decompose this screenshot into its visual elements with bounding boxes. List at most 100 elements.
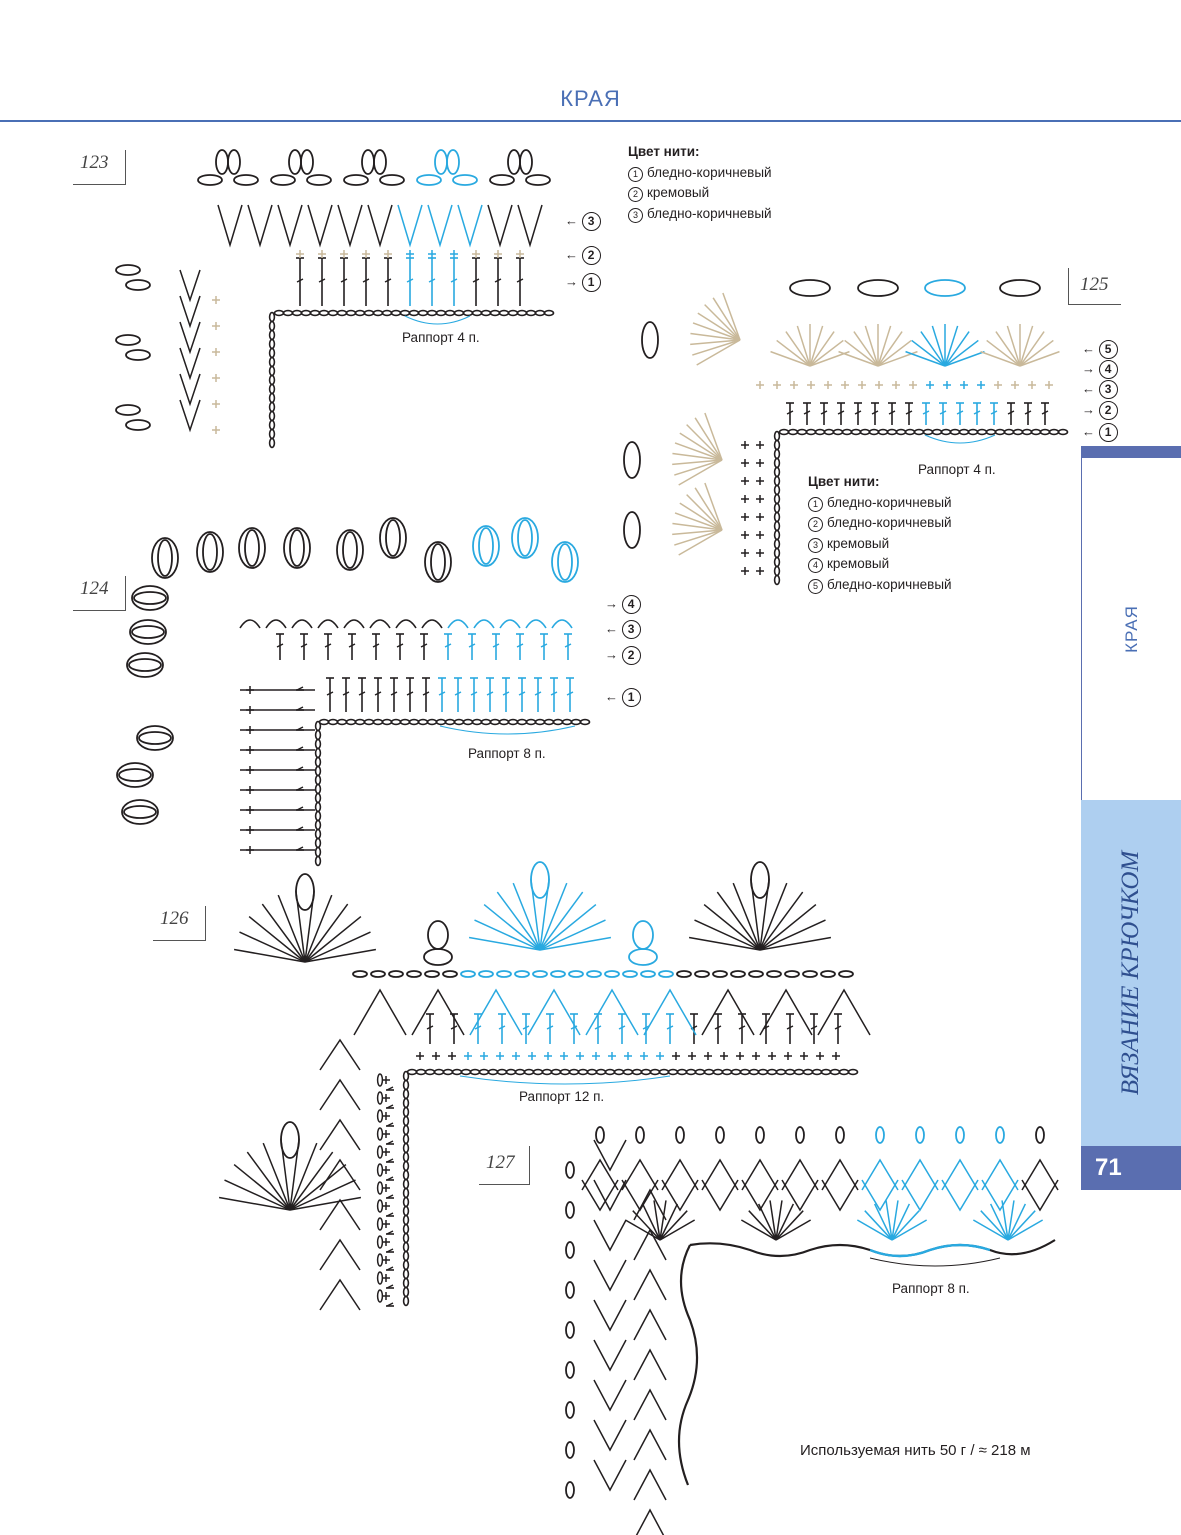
- chain-stitch: [507, 309, 519, 317]
- chain-stitch: [667, 1068, 679, 1076]
- chain-stitch: [314, 837, 322, 849]
- double-crochet-stitch: [566, 691, 574, 696]
- v-stitch: [741, 1179, 779, 1212]
- fan-stitch: [539, 891, 584, 951]
- picot-petal: [306, 174, 332, 186]
- picot-petal: [227, 149, 241, 175]
- double-crochet-stitch: [386, 1248, 394, 1253]
- double-crochet-stitch: [502, 691, 510, 696]
- picot-petal: [550, 970, 566, 978]
- fan-stitch: [776, 339, 811, 367]
- picot-petal: [446, 149, 460, 175]
- picot-petal: [995, 1126, 1005, 1144]
- picot-petal: [385, 519, 401, 557]
- fan-stitch: [289, 1142, 318, 1211]
- chain-stitch: [967, 428, 979, 436]
- row-number: 3: [621, 620, 641, 639]
- picot-petal: [924, 279, 966, 297]
- arrow-icon: ←: [1082, 341, 1099, 356]
- arch-stitch: [421, 619, 443, 629]
- picot-petal: [496, 970, 512, 978]
- chain-stitch: [402, 1268, 410, 1280]
- fan-stitch: [1006, 325, 1021, 367]
- fan-stitch: [672, 459, 723, 466]
- chain-stitch: [773, 475, 781, 487]
- v-stitch: [1021, 1158, 1059, 1191]
- fan-stitch: [539, 919, 606, 951]
- double-crochet-stitch: [666, 1025, 674, 1030]
- chain-stitch: [552, 718, 564, 726]
- chain-stitch: [958, 428, 970, 436]
- v-stitch: [427, 204, 453, 248]
- chain-stitch: [579, 718, 591, 726]
- chain-stitch: [314, 774, 322, 786]
- v-stitch: [861, 1179, 899, 1212]
- chain-stitch: [372, 309, 384, 317]
- chain-stitch: [268, 374, 276, 386]
- picot-petal: [125, 419, 151, 431]
- chain-stitch: [402, 1205, 410, 1217]
- chain-stitch: [327, 309, 339, 317]
- picot-petal: [280, 1121, 300, 1159]
- chain-stitch: [534, 718, 546, 726]
- arrow-icon: ←: [565, 247, 582, 262]
- v-stitch: [941, 1158, 979, 1191]
- fan-stitch: [261, 903, 306, 963]
- double-crochet-stitch: [450, 1025, 458, 1030]
- picot-petal: [478, 527, 494, 565]
- row-number: 2: [621, 646, 641, 665]
- v-stitch: [621, 1158, 659, 1191]
- chain-stitch: [541, 1068, 553, 1076]
- chain-stitch: [525, 718, 537, 726]
- v-stitch: [457, 204, 483, 248]
- chain-stitch: [426, 309, 438, 317]
- fan-stitch: [931, 325, 946, 367]
- double-crochet-stitch: [973, 410, 981, 415]
- chain-stitch: [402, 1295, 410, 1307]
- fan-stitch: [995, 331, 1021, 367]
- fan-stitch: [697, 312, 741, 341]
- picot-petal: [517, 519, 533, 557]
- chain-stitch: [847, 1068, 859, 1076]
- picot-petal: [595, 1126, 605, 1144]
- v-stitch: [1021, 1179, 1059, 1212]
- pattern-number-123: 123: [73, 150, 126, 185]
- fan-stitch: [659, 1210, 688, 1241]
- picot-petal: [623, 441, 641, 479]
- fan-stitch: [712, 297, 741, 341]
- chain-stitch: [577, 1068, 589, 1076]
- chain-stitch: [453, 309, 465, 317]
- picot-petal: [424, 541, 452, 583]
- fan-stitch: [686, 494, 723, 531]
- fan-stitch: [262, 1142, 291, 1211]
- chain-stitch: [462, 718, 474, 726]
- double-crochet-stitch: [386, 1086, 394, 1091]
- fan-stitch: [980, 1210, 1009, 1241]
- chain-stitch: [805, 428, 817, 436]
- chain-stitch: [345, 309, 357, 317]
- chain-stitch: [489, 718, 501, 726]
- picot-petal: [1035, 1126, 1045, 1144]
- double-crochet-stitch: [905, 410, 913, 415]
- chain-stitch: [402, 1250, 410, 1262]
- fan-stitch: [694, 487, 723, 531]
- fan-stitch: [740, 1219, 777, 1241]
- double-crochet-stitch: [492, 643, 500, 648]
- double-crochet-stitch: [324, 643, 332, 648]
- wave-edge: [689, 1239, 1056, 1258]
- crochet-diagrams: [115, 149, 1069, 1535]
- double-crochet-stitch: [594, 1025, 602, 1030]
- picot-petal: [640, 970, 656, 978]
- chain-stitch: [268, 320, 276, 332]
- chain-stitch: [802, 1068, 814, 1076]
- row-number: 4: [1098, 360, 1118, 379]
- chain-stitch: [613, 1068, 625, 1076]
- fan-stitch: [686, 424, 723, 461]
- chain-stitch: [268, 365, 276, 377]
- chain-stitch: [268, 437, 276, 449]
- fan-stitch: [696, 339, 741, 366]
- chain-stitch: [402, 1286, 410, 1298]
- double-crochet-stitch: [300, 643, 308, 648]
- chain-stitch: [376, 1235, 384, 1249]
- picot-petal: [915, 1126, 925, 1144]
